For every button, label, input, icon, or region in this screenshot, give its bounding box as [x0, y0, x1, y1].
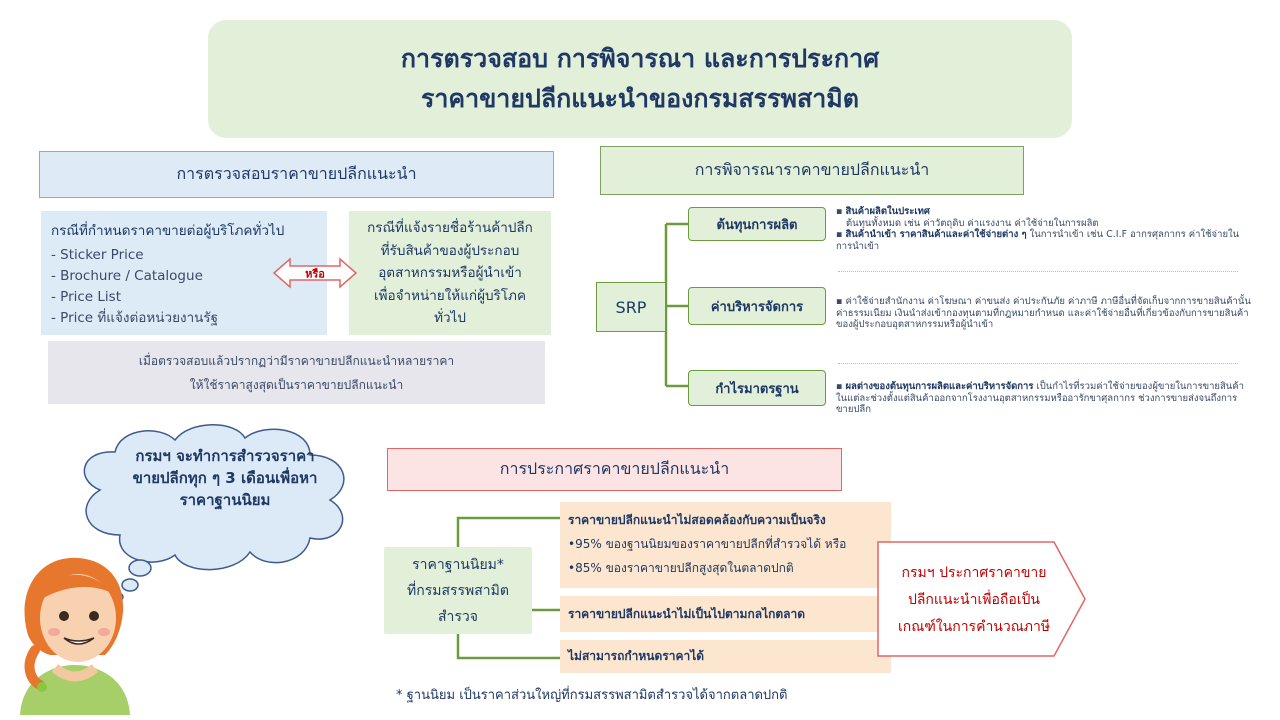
srp-node: SRP — [596, 282, 666, 332]
note-line1: เมื่อตรวจสอบแล้วปรากฏว่ามีราคาขายปลีกแนะ… — [138, 353, 455, 368]
bubble-line2: ขายปลีกทุก ๆ 3 เดือนเพื่อหา — [132, 469, 318, 487]
srp-tree-connector — [664, 222, 688, 388]
case2-line: ที่รับสินค้าของผู้ประกอบ — [380, 242, 520, 259]
case1-item: - Brochure / Catalogue — [51, 268, 203, 284]
management-cost-description: ▪ ค่าใช้จ่ายสำนักงาน ค่าโฆษณา ค่าขนส่ง ค… — [836, 296, 1251, 330]
consider-section-heading: การพิจารณาราคาขายปลีกแนะนำ — [600, 146, 1024, 195]
mode-price-box: ราคาฐานนิยม* ที่กรมสรรพสามิต สำรวจ — [384, 547, 532, 634]
note-line2: ให้ใช้ราคาสูงสุดเป็นราคาขายปลีกแนะนำ — [189, 377, 404, 392]
case-retailer-list: กรณีที่แจ้งรายชื่อร้านค้าปลีก ที่รับสินค… — [349, 211, 551, 335]
condition-market-mechanism: ราคาขายปลีกแนะนำไม่เป็นไปตามกลไกตลาด — [560, 596, 891, 632]
main-title-line2: ราคาขายปลีกแนะนำของกรมสรรพสามิต — [420, 84, 860, 113]
bubble-text: กรมฯ จะทำการสำรวจราคา ขายปลีกทุก ๆ 3 เดื… — [110, 445, 340, 511]
condition-cannot-determine: ไม่สามารถกำหนดราคาได้ — [560, 640, 891, 673]
case2-line: เพื่อจำหน่ายให้แก่ผู้บริโภค — [373, 287, 526, 304]
result-line3: เกณฑ์ในการคำนวณภาษี — [897, 619, 1051, 635]
result-line2: ปลีกแนะนำเพื่อถือเป็น — [907, 592, 1041, 608]
highest-price-note: เมื่อตรวจสอบแล้วปรากฏว่ามีราคาขายปลีกแนะ… — [48, 341, 545, 404]
announcement-result: กรมฯ ประกาศราคาขาย ปลีกแนะนำเพื่อถือเป็น… — [884, 560, 1064, 641]
std-line3: สำรวจ — [438, 608, 478, 625]
management-cost-node: ค่าบริหารจัดการ — [688, 287, 826, 325]
case2-line: กรณีที่แจ้งรายชื่อร้านค้าปลีก — [367, 220, 533, 236]
d1-bold-1: สินค้าผลิตในประเทศ — [845, 206, 930, 217]
main-title-box: การตรวจสอบ การพิจารณา และการประกาศ ราคาข… — [208, 20, 1072, 138]
divider — [838, 363, 1238, 364]
standard-profit-description: ▪ ผลต่างของต้นทุนการผลิตและค่าบริหารจัดก… — [836, 381, 1244, 415]
cond1-title: ราคาขายปลีกแนะนำไม่สอดคล้องกับความเป็นจร… — [568, 513, 826, 527]
divider — [838, 271, 1238, 272]
d2-text: ค่าใช้จ่ายสำนักงาน ค่าโฆษณา ค่าขนส่ง ค่า… — [836, 296, 1251, 330]
standard-profit-node: กำไรมาตรฐาน — [688, 370, 826, 406]
std-line1: ราคาฐานนิยม* — [412, 556, 504, 573]
announce-section-heading: การประกาศราคาขายปลีกแนะนำ — [387, 448, 842, 491]
case1-item: - Sticker Price — [51, 247, 144, 263]
case1-title: กรณีที่กำหนดราคาขายต่อผู้บริโภคทั่วไป — [51, 223, 285, 239]
girl-illustration — [20, 557, 130, 715]
d1-text-2: ในการนำเข้า เช่น C.I.F อากรศุลกากร ค่าใช… — [836, 229, 1240, 252]
case1-item: - Price List — [51, 289, 121, 305]
or-double-arrow: หรือ — [272, 257, 358, 289]
result-line1: กรมฯ ประกาศราคาขาย — [901, 565, 1047, 581]
d1-bold-2: สินค้านำเข้า ราคาสินค้าและค่าใช้จ่ายต่าง… — [845, 229, 1027, 240]
case2-line: ทั่วไป — [434, 310, 466, 326]
thought-bubble — [83, 424, 345, 600]
production-cost-description: ▪ สินค้าผลิตในประเทศ ต้นทุนทั้งหมด เช่น … — [836, 206, 1266, 252]
cond1-item: •85% ของราคาขายปลีกสูงสุดในตลาดปกติ — [568, 561, 794, 575]
d3-bold: ผลต่างของต้นทุนการผลิตและค่าบริหารจัดการ — [845, 381, 1034, 392]
bubble-line3: ราคาฐานนิยม — [179, 491, 271, 509]
d3-text: เป็นกำไรที่รวมค่าใช้จ่ายของผู้ขายในการขา… — [836, 381, 1244, 415]
cond1-item: •95% ของฐานนิยมของราคาขายปลีกที่สำรวจได้… — [568, 537, 847, 551]
case2-line: อุตสาหกรรมหรือผู้นำเข้า — [378, 265, 522, 281]
case1-item: - Price ที่แจ้งต่อหน่วยงานรัฐ — [51, 310, 219, 326]
production-cost-node: ต้นทุนการผลิต — [688, 207, 826, 241]
check-section-heading: การตรวจสอบราคาขายปลีกแนะนำ — [39, 151, 554, 198]
condition-unrealistic: ราคาขายปลีกแนะนำไม่สอดคล้องกับความเป็นจร… — [560, 502, 891, 588]
std-line2: ที่กรมสรรพสามิต — [407, 582, 509, 599]
footnote: * ฐานนิยม เป็นราคาส่วนใหญ่ที่กรมสรรพสามิ… — [396, 688, 788, 703]
main-title-line1: การตรวจสอบ การพิจารณา และการประกาศ — [400, 44, 880, 73]
or-label: หรือ — [305, 268, 325, 281]
bubble-line1: กรมฯ จะทำการสำรวจราคา — [135, 447, 315, 465]
d1-text-1: ต้นทุนทั้งหมด เช่น ค่าวัตถุดิบ ค่าแรงงาน… — [846, 217, 1099, 229]
result-arrow — [877, 541, 1086, 657]
